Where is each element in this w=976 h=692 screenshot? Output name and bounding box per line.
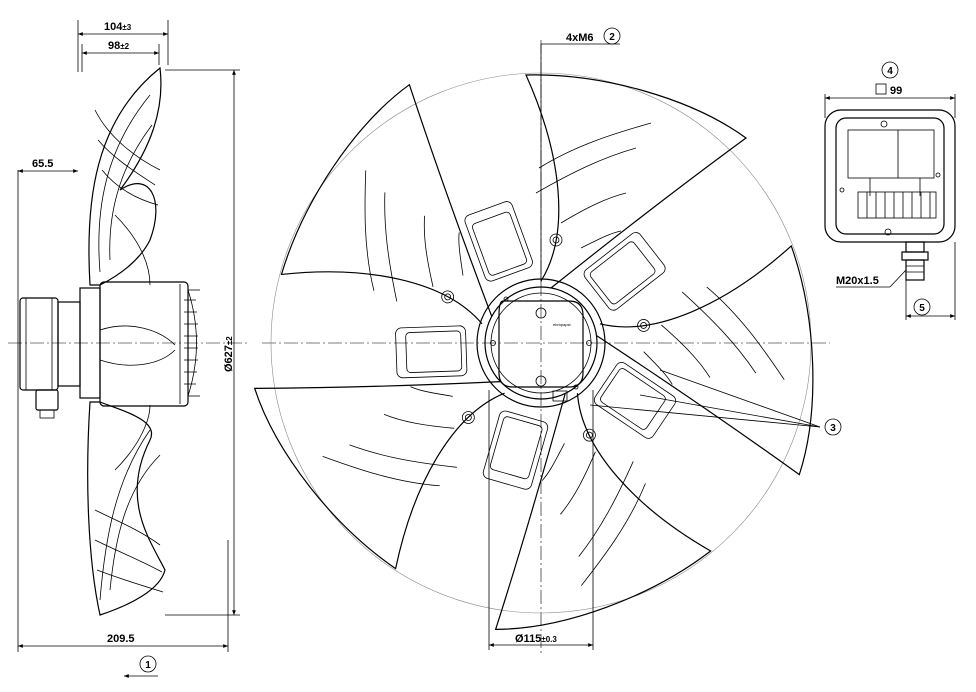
callout-1-label: 1 — [145, 660, 151, 671]
dim-hub-diameter: Ø115±0.3 — [515, 633, 557, 645]
callout-3 — [824, 418, 842, 436]
callout-5 — [913, 298, 931, 316]
dim-depth-blade: 98±2 — [108, 40, 130, 52]
callout-2-label: 2 — [609, 32, 615, 43]
terminal-box-view — [824, 83, 956, 320]
hub-brand-label: ebmpapst — [553, 322, 571, 327]
dim-overall-length: 209.5 — [107, 633, 135, 645]
dim-diameter-fan: Ø627±2 — [223, 336, 235, 372]
callout-4-label: 4 — [887, 66, 893, 77]
front-view: ebmpapst — [216, 40, 860, 682]
dim-box-size: 99 — [890, 85, 902, 97]
side-view — [8, 20, 250, 652]
callout-4 — [881, 61, 899, 79]
callout-1 — [124, 655, 158, 678]
dim-depth-total: 104±3 — [104, 21, 132, 33]
dim-thread-spec: 4xM6 — [566, 32, 594, 44]
callout-5-label: 5 — [919, 303, 925, 314]
dim-gland-spec: M20x1.5 — [836, 275, 879, 287]
dim-offset-mount: 65.5 — [32, 158, 53, 170]
callout-3-label: 3 — [830, 423, 836, 434]
callout-2 — [603, 27, 621, 45]
